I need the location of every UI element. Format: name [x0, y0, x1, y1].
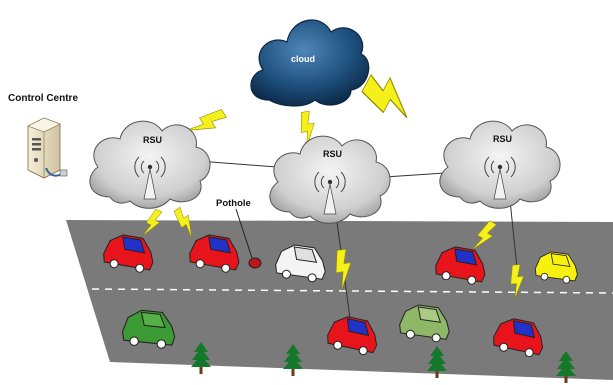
car-icon	[274, 242, 329, 283]
car-icon	[533, 249, 581, 284]
rsu-middle: RSU	[269, 135, 391, 224]
car-icon	[187, 231, 244, 273]
vehicles	[101, 231, 581, 358]
car-icon	[325, 312, 382, 356]
rsu-left-label: RSU	[143, 135, 162, 145]
rsu-middle-label: RSU	[323, 149, 342, 159]
cloud-icon	[250, 19, 370, 107]
car-icon	[398, 302, 453, 343]
car-icon	[433, 243, 490, 285]
lightning-link-icon	[357, 68, 421, 125]
control-centre-label: Control Centre	[8, 93, 78, 104]
rsu-left: RSU	[89, 120, 211, 209]
rsu-right: RSU	[439, 120, 561, 209]
control-centre: Control Centre	[8, 93, 78, 179]
rsu-right-label: RSU	[493, 134, 512, 144]
car-icon	[491, 314, 548, 358]
lane-divider	[91, 288, 613, 294]
pothole-label: Pothole	[216, 198, 251, 209]
car-icon	[121, 308, 178, 349]
control-centre-server-icon	[27, 117, 68, 179]
cloud-label: cloud	[291, 54, 315, 64]
car-icon	[101, 231, 158, 273]
pothole: Pothole	[216, 198, 262, 269]
cloud: cloud	[250, 19, 370, 107]
